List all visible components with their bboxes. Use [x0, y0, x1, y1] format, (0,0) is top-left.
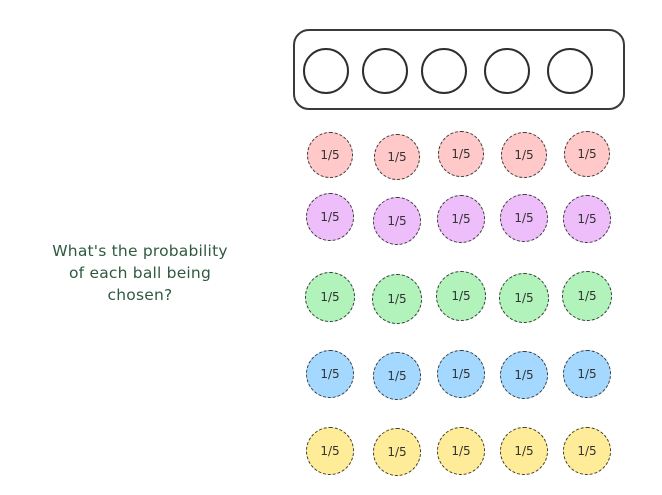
ball-green: 1/5: [499, 273, 549, 323]
ball-purple: 1/5: [563, 195, 611, 243]
empty-slot-circle: [362, 48, 408, 94]
ball-purple: 1/5: [373, 197, 421, 245]
ball-blue: 1/5: [306, 350, 354, 398]
ball-green: 1/5: [436, 271, 486, 321]
ball-yellow: 1/5: [563, 427, 611, 475]
ball-green: 1/5: [305, 272, 355, 322]
ball-purple: 1/5: [306, 193, 354, 241]
ball-red: 1/5: [374, 134, 420, 180]
ball-green: 1/5: [562, 271, 612, 321]
ball-yellow: 1/5: [500, 427, 548, 475]
ball-purple: 1/5: [437, 195, 485, 243]
ball-red: 1/5: [564, 131, 610, 177]
ball-green: 1/5: [372, 274, 422, 324]
ball-blue: 1/5: [500, 351, 548, 399]
empty-slot-circle: [484, 48, 530, 94]
ball-red: 1/5: [501, 132, 547, 178]
ball-blue: 1/5: [437, 350, 485, 398]
ball-red: 1/5: [307, 132, 353, 178]
empty-slot-circle: [547, 48, 593, 94]
ball-yellow: 1/5: [437, 427, 485, 475]
question-text: What's the probability of each ball bein…: [52, 242, 228, 304]
ball-blue: 1/5: [563, 350, 611, 398]
ball-blue: 1/5: [373, 352, 421, 400]
ball-yellow: 1/5: [306, 427, 354, 475]
selection-slots-container: [293, 29, 625, 110]
empty-slot-circle: [421, 48, 467, 94]
ball-red: 1/5: [438, 131, 484, 177]
ball-purple: 1/5: [500, 194, 548, 242]
ball-yellow: 1/5: [373, 428, 421, 476]
empty-slot-circle: [303, 48, 349, 94]
